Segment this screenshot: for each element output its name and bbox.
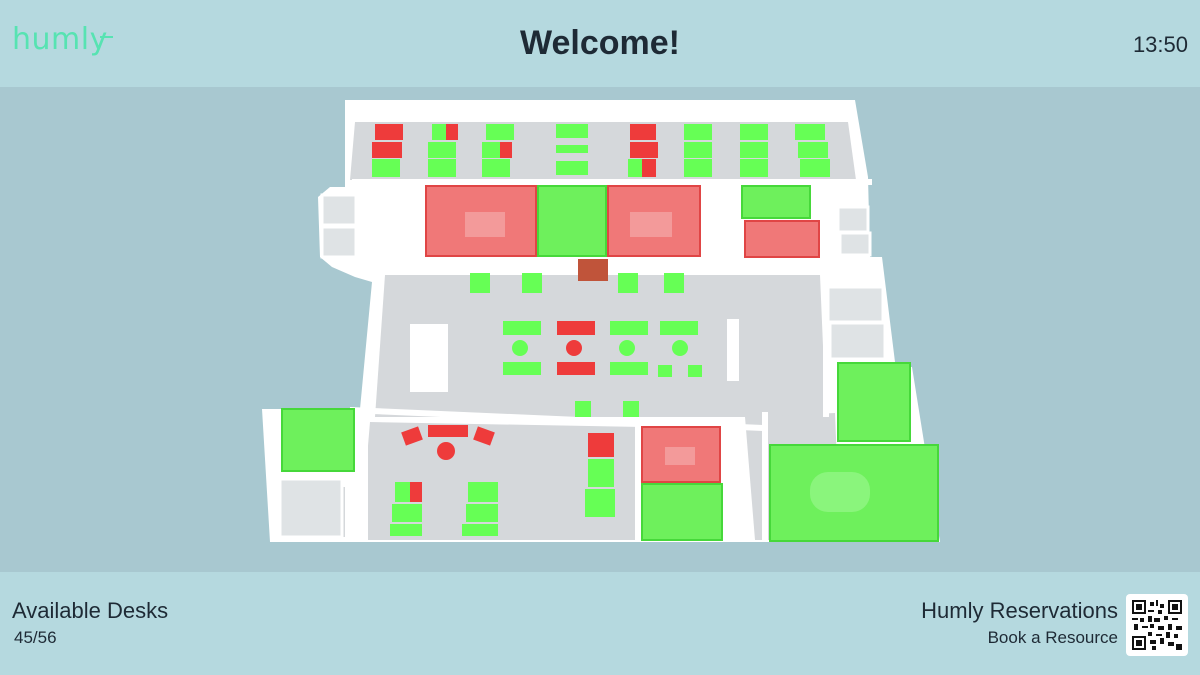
humly-logo: humly xyxy=(12,22,108,57)
room-available-5 xyxy=(641,483,723,541)
room-available-1 xyxy=(537,185,607,257)
desk-row-top[interactable] xyxy=(372,124,830,177)
reservations-subtitle: Book a Resource xyxy=(987,628,1118,647)
room-occupied-4 xyxy=(641,426,721,483)
footer-bar: Available Desks 45/56 Humly Reservations… xyxy=(0,572,1200,675)
inner-walls xyxy=(349,179,880,542)
left-small-rooms xyxy=(278,193,887,539)
desk-row-middle[interactable] xyxy=(410,273,739,417)
floor-plan[interactable] xyxy=(0,87,1200,572)
page-title: Welcome! xyxy=(520,24,680,62)
floor-open-office xyxy=(375,275,826,417)
meeting-rooms[interactable] xyxy=(281,185,939,542)
header-bar: humly Welcome! 13:50 xyxy=(0,0,1200,87)
room-brown xyxy=(578,259,608,281)
logo-dash xyxy=(100,36,113,38)
reservations-title: Humly Reservations xyxy=(921,598,1118,623)
available-desks-count: 45/56 xyxy=(14,628,57,647)
floor-bottom-area xyxy=(360,422,640,540)
qr-code-graphic xyxy=(1132,600,1182,650)
floor-map-area[interactable] xyxy=(0,87,1200,572)
room-available-3 xyxy=(837,362,911,442)
room-occupied-3 xyxy=(744,220,820,258)
desk-row-bottom[interactable] xyxy=(390,425,615,536)
floor-top-corridor xyxy=(350,122,856,180)
room-available-2 xyxy=(741,185,811,219)
qr-code-icon[interactable] xyxy=(1126,594,1188,656)
room-available-6 xyxy=(281,408,355,472)
available-desks-label: Available Desks xyxy=(12,598,169,623)
clock: 13:50 xyxy=(1132,32,1188,57)
